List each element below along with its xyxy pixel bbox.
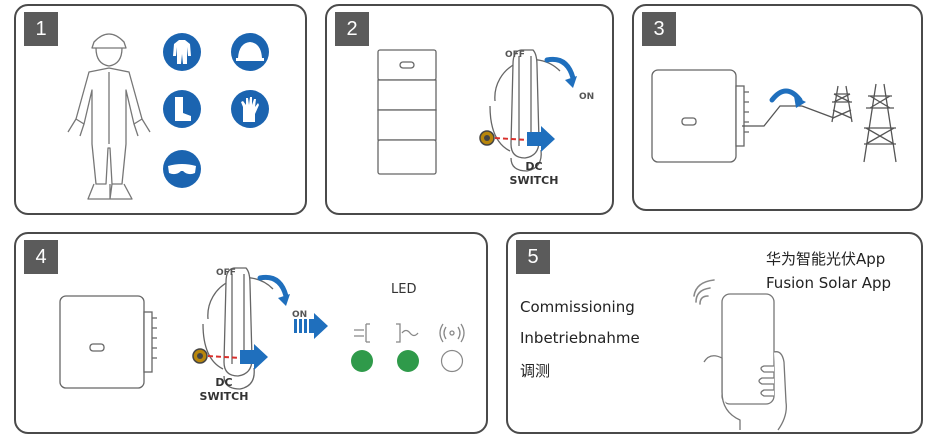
step-1-panel: 1 <box>14 4 307 215</box>
step-3-badge: 3 <box>642 12 676 46</box>
wifi-icon <box>693 279 715 305</box>
step-2-badge: 2 <box>335 12 369 46</box>
dc-switch-icon <box>192 267 290 390</box>
step-2-panel: 2 OFF ON DC SWITCH <box>325 4 614 215</box>
dc-switch-icon <box>479 49 577 172</box>
striped-arrow-icon <box>294 313 328 339</box>
boots-icon <box>163 90 201 128</box>
coverall-icon <box>163 33 201 71</box>
goggles-icon <box>163 150 201 188</box>
grid-connection-icon <box>742 83 897 163</box>
commissioning-zh: 调测 <box>520 362 551 380</box>
switch-off-label: OFF <box>216 268 236 278</box>
inverter-stack-icon <box>377 49 437 175</box>
smartphone-icon <box>703 293 787 431</box>
commissioning-de: Inbetriebnahme <box>520 329 640 347</box>
app-name-en: Fusion Solar App <box>766 274 892 292</box>
helmet-icon <box>231 33 269 71</box>
gloves-icon <box>231 90 269 128</box>
step-4-badge: 4 <box>24 240 58 274</box>
step-1-badge: 1 <box>24 12 58 46</box>
step-5-badge: 5 <box>516 240 550 274</box>
worker-icon <box>67 33 151 200</box>
led-title: LED <box>391 282 417 297</box>
step-4-panel: 4 OFF ON DC SWITCH LED <box>14 232 488 434</box>
switch-on-label: ON <box>579 92 595 102</box>
switch-on-label: ON <box>292 310 308 320</box>
app-name-zh: 华为智能光伏App <box>766 250 886 268</box>
dc-switch-line2: SWITCH <box>199 390 249 403</box>
led-indicator-icon <box>354 323 465 343</box>
step-5-panel: 5 Commissioning Inbetriebnahme 调测 华为智能光伏… <box>506 232 923 434</box>
switch-off-label: OFF <box>505 50 525 60</box>
dc-switch-line1: DC <box>215 376 233 389</box>
inverter-icon <box>59 295 157 389</box>
power-tower-icon <box>801 83 897 163</box>
led-status-lights <box>351 349 464 373</box>
inverter-icon <box>651 69 749 163</box>
commissioning-en: Commissioning <box>520 298 635 316</box>
step-3-panel: 3 <box>632 4 923 211</box>
dc-switch-line1: DC <box>525 160 543 173</box>
dc-switch-line2: SWITCH <box>509 174 559 187</box>
